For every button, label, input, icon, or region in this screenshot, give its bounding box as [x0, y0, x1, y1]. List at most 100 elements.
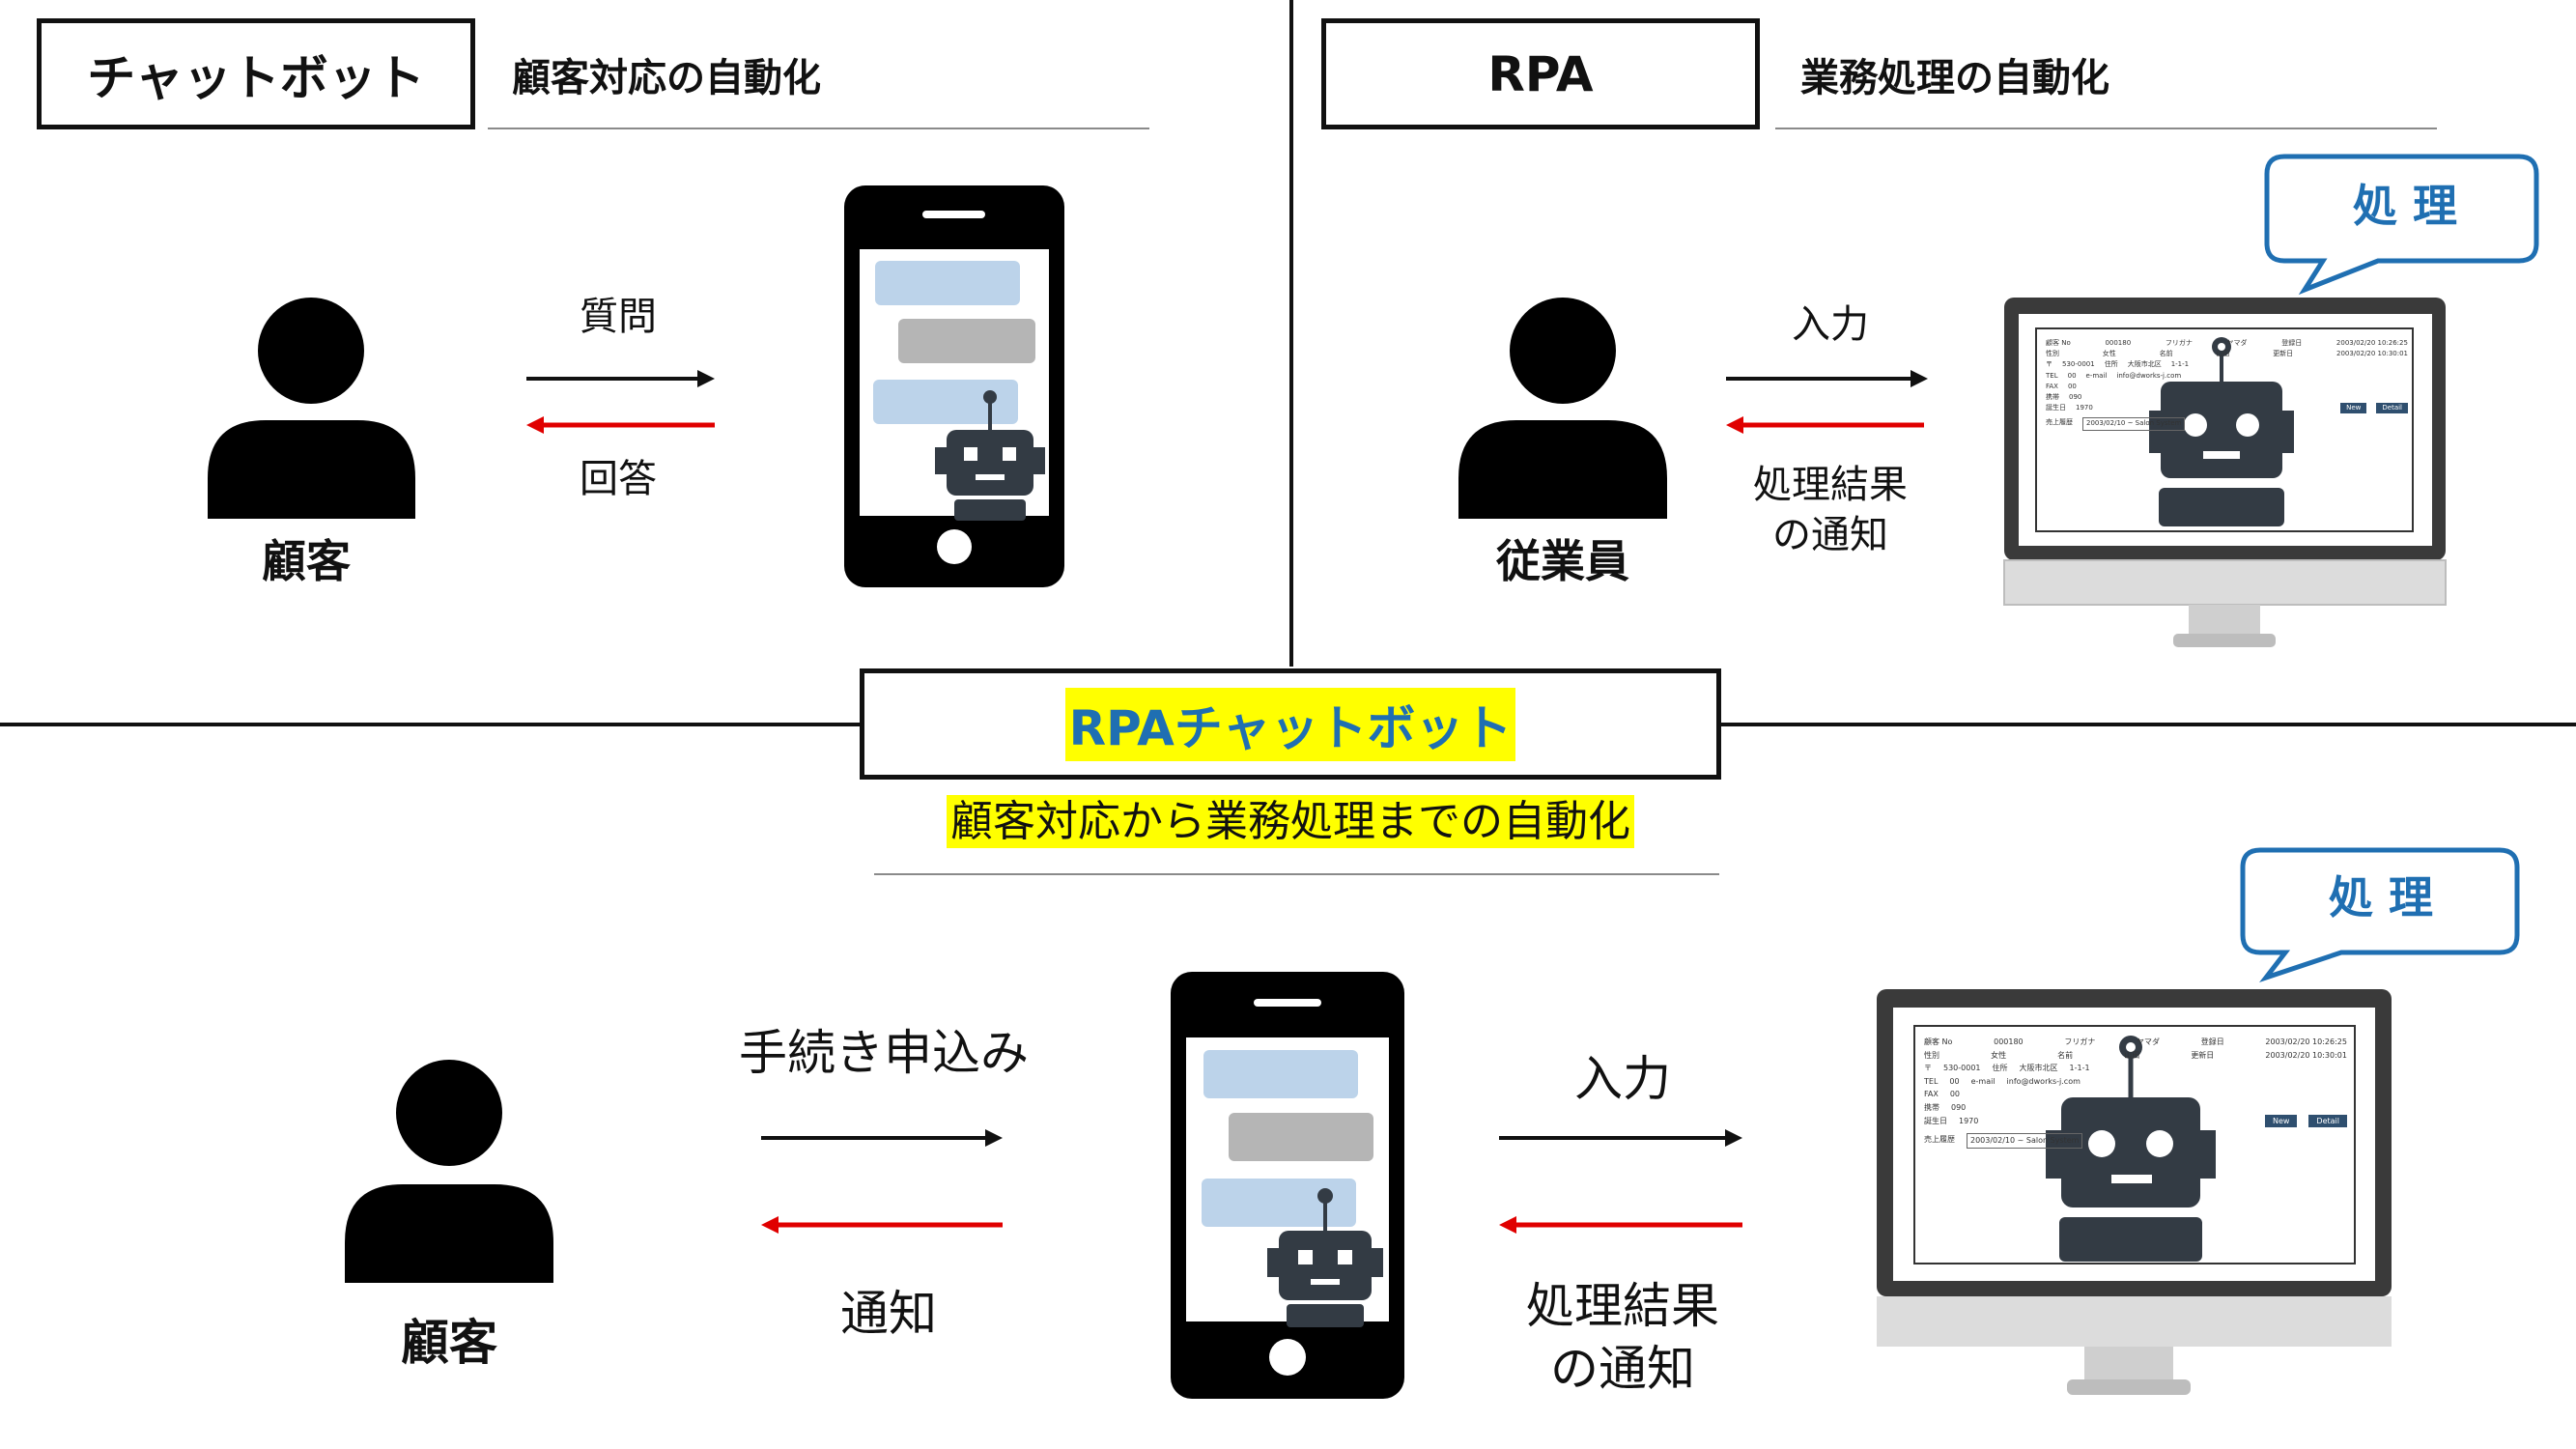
screen-field: 名前	[2159, 350, 2173, 358]
screen-date: 2003/02/20 10:30:01	[2335, 350, 2408, 358]
screen-date: 2003/02/20 10:26:25	[2335, 339, 2408, 347]
screen-email-label: e-mail	[1970, 1076, 1996, 1086]
screen-field: 住所	[2104, 360, 2118, 369]
process-bubble-bottom-text: 処 理	[2328, 871, 2433, 923]
screen-detail-button: Detail	[2308, 1114, 2347, 1128]
screen-field: 1-1-1	[2069, 1064, 2090, 1073]
answer-arrow	[526, 416, 715, 434]
rpa-chatbot-subtitle-wrap: 顧客対応から業務処理までの自動化	[860, 794, 1721, 849]
customer-label-top: 顧客	[262, 535, 351, 587]
chatbot-title: チャットボット	[87, 49, 425, 106]
screen-label: 携帯	[2046, 392, 2059, 401]
screen-value: 女性	[1991, 1050, 2007, 1060]
screen-value: 00	[1949, 1076, 1960, 1086]
screen-value: 1970	[2076, 404, 2093, 412]
screen-label: TEL	[1924, 1076, 1939, 1086]
screen-label: 誕生日	[2046, 404, 2066, 412]
screen-date-label: 更新日	[2273, 350, 2294, 358]
rpa-subtitle-underline	[1775, 128, 2437, 129]
smartphone-icon-top	[844, 185, 1064, 587]
screen-new-button: New	[2340, 403, 2367, 414]
screen-date-label: 登録日	[2281, 339, 2303, 347]
customer-label-bottom: 顧客	[401, 1315, 497, 1371]
screen-date-label: 更新日	[2191, 1050, 2215, 1060]
screen-value: 000180	[1994, 1037, 2024, 1046]
screen-field: フリガナ	[2165, 339, 2193, 347]
screen-form-top: 顧客 No 000180 フリガナ ヤマダ 登録日 2003/02/20 10:…	[2046, 338, 2408, 522]
robot-icon-bottom	[1267, 1188, 1383, 1327]
screen-value: 090	[1951, 1102, 1967, 1112]
smartphone-icon-bottom	[1171, 972, 1404, 1399]
rpa-title-box: RPA	[1321, 18, 1760, 129]
screen-email-label: e-mail	[2085, 371, 2108, 380]
screen-value: 530-0001	[2062, 360, 2095, 369]
screen-value: 00	[2067, 371, 2077, 380]
chatbot-subtitle-underline	[488, 128, 1149, 129]
result-label-top-line2: の通知	[1772, 513, 1888, 557]
rpa-subtitle: 業務処理の自動化	[1800, 56, 2109, 100]
rpa-chatbot-title: RPAチャットボット	[1064, 687, 1516, 761]
screen-label: FAX	[2046, 382, 2058, 390]
screen-label: 性別	[1924, 1050, 1939, 1060]
result-label-bottom-line2: の通知	[1550, 1341, 1695, 1397]
screen-field: 大阪市北区	[2019, 1064, 2058, 1073]
rpa-chatbot-subtitle: 顧客対応から業務処理までの自動化	[947, 795, 1634, 848]
rpa-title: RPA	[1487, 45, 1594, 102]
process-bubble-bottom	[2240, 847, 2520, 982]
robot-icon-screen-top	[2149, 337, 2294, 526]
question-arrow	[526, 370, 715, 387]
screen-field: 名前	[2057, 1050, 2074, 1060]
screen-label: 顧客 No	[2046, 339, 2071, 347]
input-label-bottom: 入力	[1574, 1051, 1671, 1107]
screen-field: 山田	[2216, 350, 2230, 358]
customer-person-icon-bottom	[345, 1060, 553, 1283]
screen-value: 1970	[1959, 1116, 1979, 1125]
customer-person-icon-top	[208, 298, 415, 519]
screen-field: 山田	[2124, 1050, 2140, 1060]
screen-value: 00	[2067, 382, 2077, 390]
screen-date: 2003/02/20 10:26:25	[2265, 1037, 2347, 1046]
screen-label: 誕生日	[1924, 1116, 1947, 1125]
screen-field: ヤマダ	[2226, 339, 2248, 347]
screen-label: 〒	[1924, 1064, 1932, 1073]
question-label: 質問	[580, 295, 657, 339]
notification-arrow	[761, 1216, 1003, 1234]
screen-label: 携帯	[1924, 1102, 1939, 1112]
screen-value: 女性	[2102, 350, 2116, 358]
answer-label: 回答	[580, 457, 657, 501]
screen-field: フリガナ	[2064, 1037, 2096, 1046]
screen-field: ヤマダ	[2137, 1037, 2161, 1046]
employee-person-icon	[1458, 298, 1667, 519]
result-label-top: 処理結果 の通知	[1724, 460, 1937, 560]
screen-value: 000180	[2105, 339, 2132, 347]
screen-detail-button: Detail	[2376, 403, 2408, 414]
notification-label: 通知	[840, 1286, 937, 1342]
screen-value: 2003/02/10 ~ Salon System	[2082, 417, 2186, 431]
screen-value: 00	[1949, 1090, 1961, 1099]
result-arrow-top	[1726, 416, 1924, 434]
screen-date-label: 登録日	[2200, 1037, 2224, 1046]
screen-value: 2003/02/10 ~ Salon System	[1967, 1133, 2083, 1149]
screen-email: info@dworks-j.com	[2116, 371, 2182, 380]
screen-value: 530-0001	[1943, 1064, 1981, 1073]
rpa-chatbot-title-box: RPAチャットボット	[860, 668, 1721, 780]
screen-date: 2003/02/20 10:30:01	[2265, 1050, 2347, 1060]
screen-field: 大阪市北区	[2127, 360, 2162, 369]
chatbot-title-box: チャットボット	[37, 18, 475, 129]
chatbot-subtitle: 顧客対応の自動化	[512, 56, 821, 100]
rpa-chatbot-subtitle-underline	[874, 873, 1719, 875]
input-arrow-top	[1726, 370, 1928, 387]
screen-label: FAX	[1924, 1090, 1939, 1099]
result-label-bottom: 処理結果 の通知	[1492, 1275, 1753, 1401]
result-label-top-line1: 処理結果	[1753, 463, 1908, 507]
robot-icon-screen-bottom	[2046, 1036, 2216, 1262]
screen-field: 住所	[1992, 1064, 2008, 1073]
process-bubble-top-text: 処 理	[2352, 180, 2457, 232]
robot-icon-top	[935, 390, 1045, 521]
screen-label: 性別	[2046, 350, 2059, 358]
screen-form-bottom: 顧客 No 000180 フリガナ ヤマダ 登録日 2003/02/20 10:…	[1924, 1036, 2347, 1254]
screen-label: 売上履歴	[2046, 418, 2073, 427]
process-bubble-top	[2264, 154, 2539, 296]
screen-new-button: New	[2264, 1114, 2298, 1128]
